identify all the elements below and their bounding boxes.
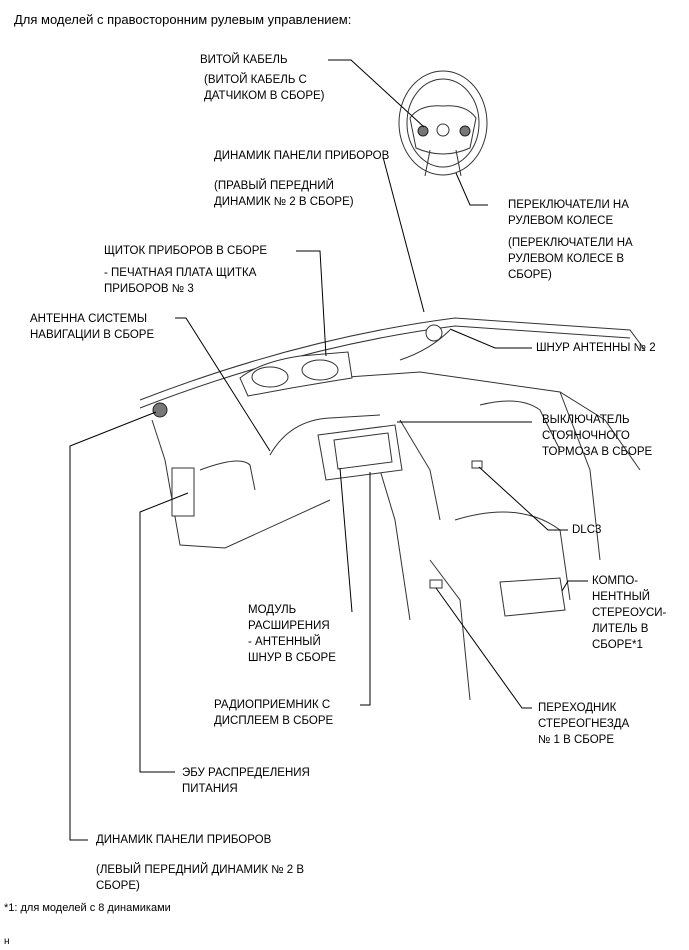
label-wheel-switches-note: (ПЕРЕКЛЮЧАТЕЛИ НА [508,237,633,249]
antenna-cord [399,329,451,361]
label-amplifier: СТЕРЕОУСИ- [592,607,667,619]
label-speaker-right-note: (ПРАВЫЙ ПЕРЕДНИЙ [214,180,334,192]
label-nav-antenna: НАВИГАЦИИ В СБОРЕ [30,329,155,341]
label-combination-meter: ЩИТОК ПРИБОРОВ В СБОРЕ [104,245,268,257]
left-speaker [152,402,168,418]
label-dlc3: DLC3 [572,524,602,536]
label-speaker-right-note: ДИНАМИК № 2 В СБОРЕ) [214,196,354,208]
label-amplifier: КОМПО- [592,575,639,587]
label-parking-brake-switch: ВЫКЛЮЧАТЕЛЬ [542,414,630,426]
footnote: *1: для моделей с 8 динамиками [4,902,171,914]
label-spiral-cable: ВИТОЙ КАБЕЛЬ [200,54,288,66]
combination-meter [239,351,353,397]
label-power-ecu: ПИТАНИЯ [182,783,238,795]
label-power-ecu: ЭБУ РАСПРЕДЕЛЕНИЯ [182,767,310,779]
dashboard-outline [139,317,646,701]
label-wheel-switches-note: РУЛЕВОМ КОЛЕСЕ В [508,253,625,265]
stereo-jack-adapter [429,579,443,589]
label-amplifier: СБОРЕ*1 [592,639,643,651]
label-extension-module: МОДУЛЬ [248,604,297,616]
label-speaker-left-note: (ЛЕВЫЙ ПЕРЕДНИЙ ДИНАМИК № 2 В [96,864,305,876]
label-speaker-left: ДИНАМИК ПАНЕЛИ ПРИБОРОВ [96,834,272,846]
label-wheel-switches: ПЕРЕКЛЮЧАТЕЛИ НА [508,199,629,211]
leader-lines [69,59,588,841]
right-speaker [425,324,443,342]
label-nav-antenna: АНТЕННА СИСТЕМЫ [30,313,148,325]
label-extension-module: - АНТЕННЫЙ [248,636,321,648]
label-stereo-jack-adapter: № 1 В СБОРЕ [538,734,614,746]
radio-display-unit [317,424,403,481]
label-antenna-cord: ШНУР АНТЕННЫ № 2 [536,342,656,354]
label-spiral-cable-note: ДАТЧИКОМ В СБОРЕ) [204,90,325,102]
stereo-amplifier [499,577,566,617]
label-amplifier: ЛИТЕЛЬ В [592,623,649,635]
label-speaker-right: ДИНАМИК ПАНЕЛИ ПРИБОРОВ [214,150,390,162]
label-stereo-jack-adapter: ПЕРЕХОДНИК [538,702,617,714]
label-radio-receiver: ДИСПЛЕЕМ В СБОРЕ [214,715,334,727]
steering-wheel [398,70,488,177]
label-combination-meter-sub: ПРИБОРОВ № 3 [104,283,194,295]
label-wheel-switches: РУЛЕВОМ КОЛЕСЕ [508,215,614,227]
page-title: Для моделей с правосторонним рулевым упр… [14,12,352,27]
corner-mark: н [4,936,10,947]
label-wheel-switches-note: СБОРЕ) [508,269,552,281]
label-extension-module: ШНУР В СБОРЕ [248,652,336,664]
label-extension-module: РАСШИРЕНИЯ [248,620,330,632]
label-parking-brake-switch: ТОРМОЗА В СБОРЕ [542,446,653,458]
label-combination-meter-sub: - ПЕЧАТНАЯ ПЛАТА ЩИТКА [104,267,257,279]
power-distribution-ecu [171,467,195,517]
label-spiral-cable-note: (ВИТОЙ КАБЕЛЬ С [204,74,307,86]
label-parking-brake-switch: СТОЯНОЧНОГО [542,430,630,442]
label-amplifier: НЕНТНЫЙ [592,591,651,603]
label-radio-receiver: РАДИОПРИЕМНИК С [214,699,331,711]
label-stereo-jack-adapter: СТЕРЕОГНЕЗДА [538,718,630,730]
dlc3-connector [471,460,483,469]
label-speaker-left-note: СБОРЕ) [96,880,140,892]
antenna-cable [269,414,381,456]
